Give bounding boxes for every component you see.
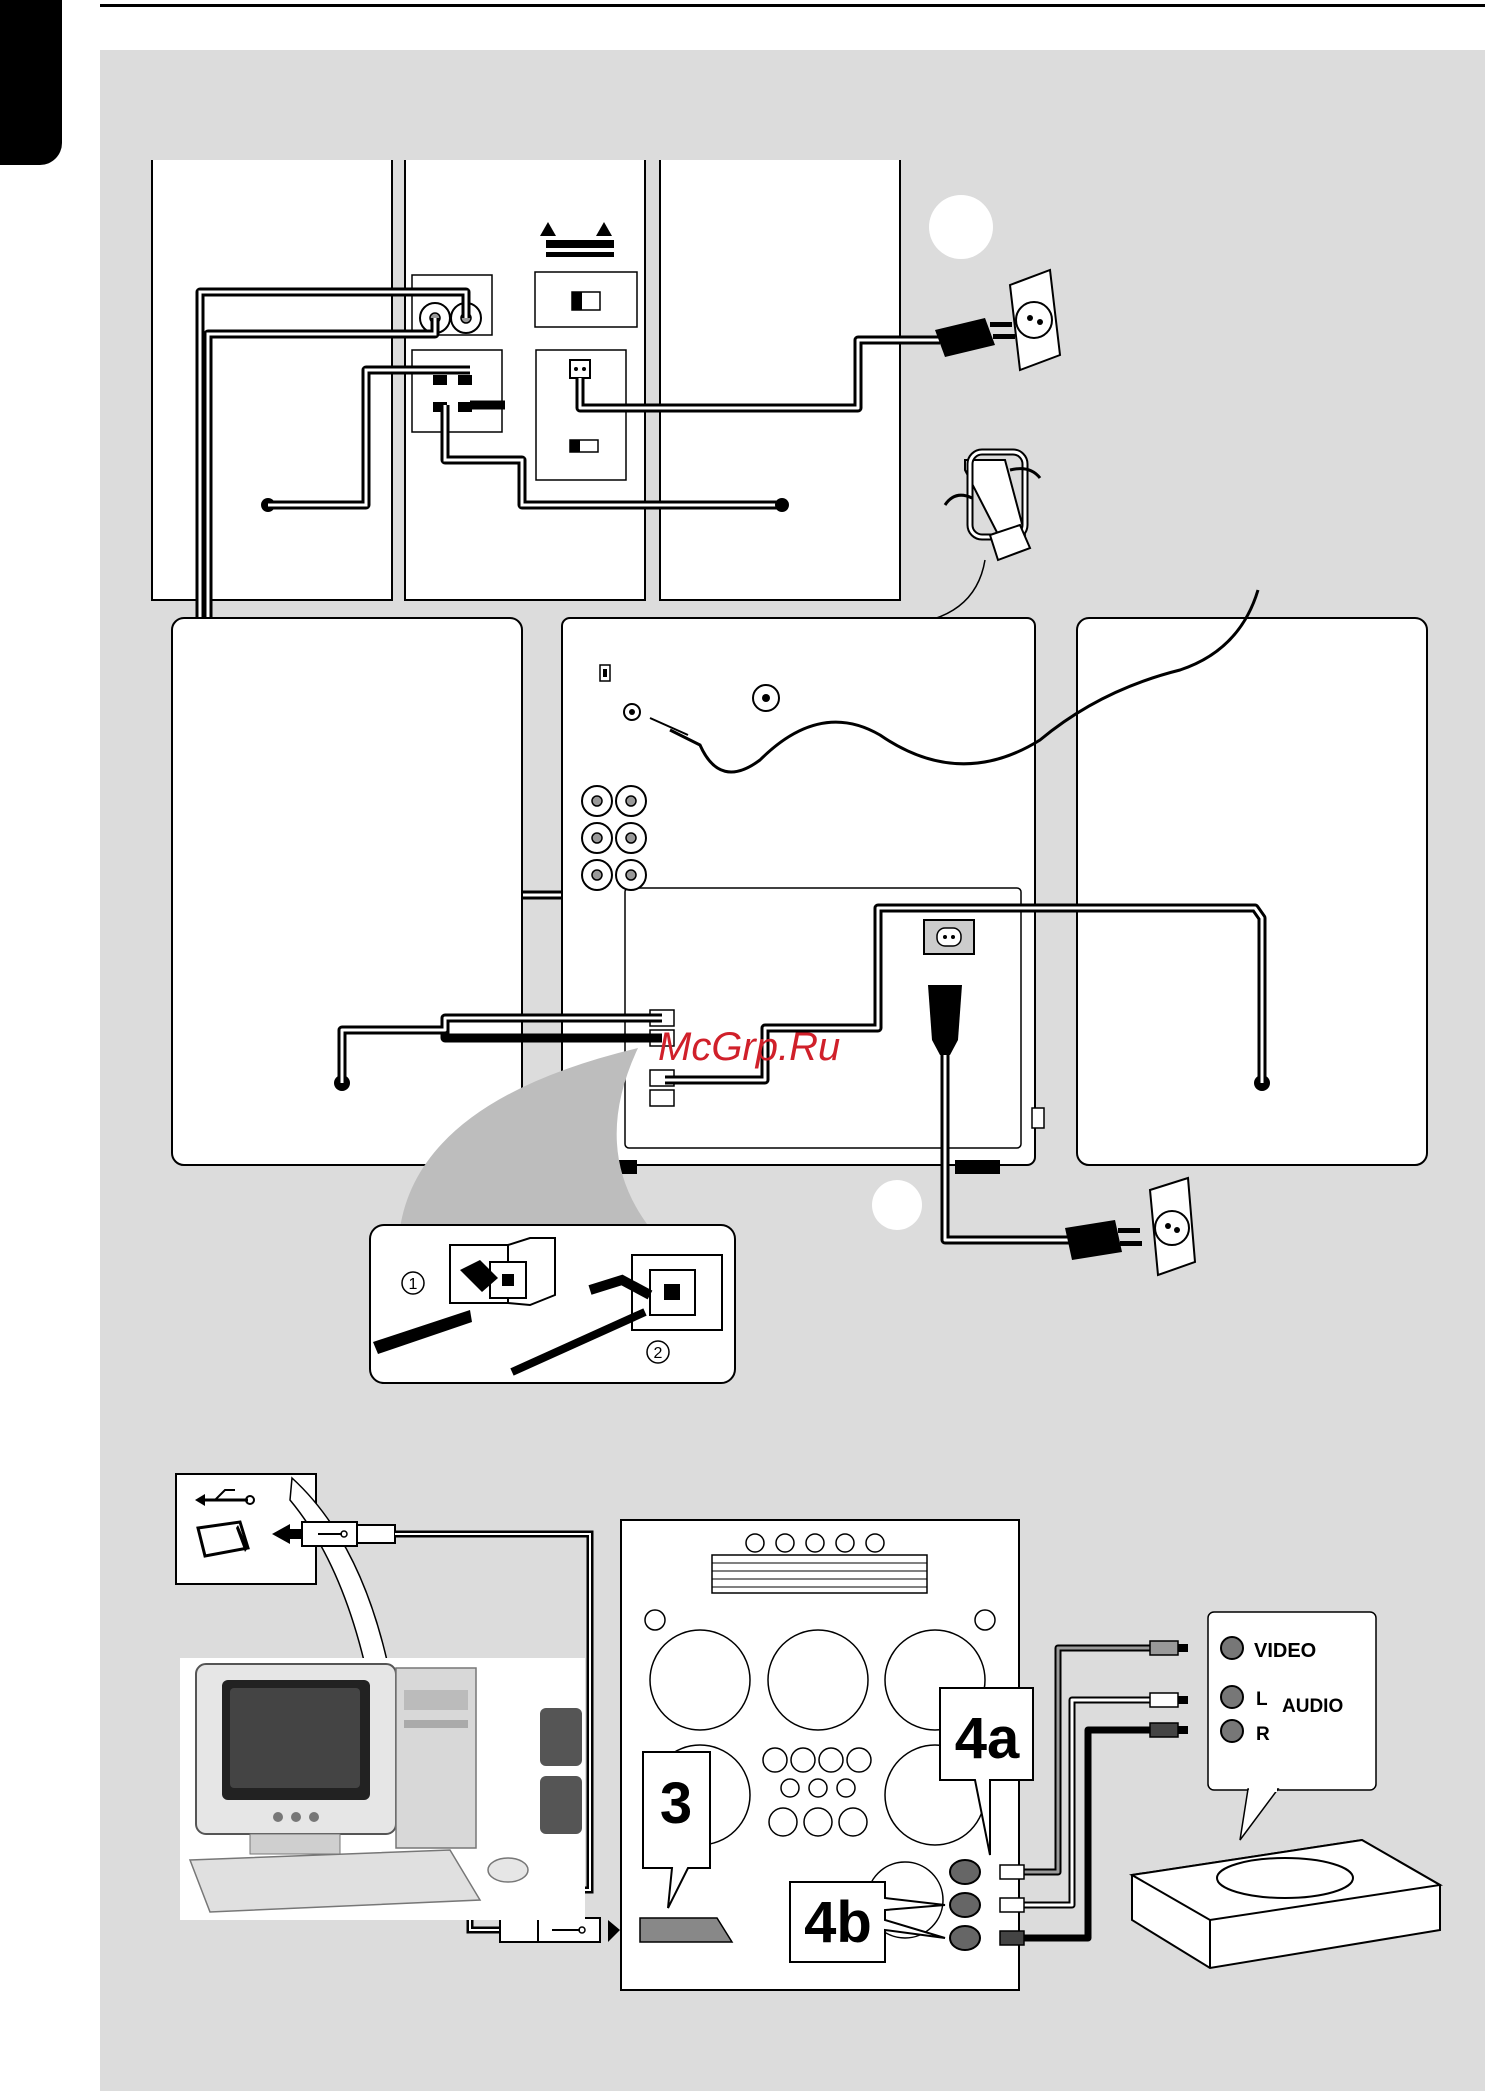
callout-4b-label: 4b xyxy=(804,1890,872,1955)
computer-illustration xyxy=(180,1658,585,1920)
watermark-text: McGrp.Ru xyxy=(658,1025,840,1069)
video-label: VIDEO xyxy=(1254,1640,1316,1662)
right-speaker-front-row xyxy=(1077,618,1427,1165)
main-unit-rear xyxy=(405,158,645,600)
av-device-label-box: VIDEO L AUDIO R xyxy=(1208,1612,1376,1840)
video-in-jack[interactable] xyxy=(950,1860,980,1884)
usb-port[interactable] xyxy=(640,1918,732,1942)
right-speaker-rear xyxy=(660,158,900,600)
callout-3-label: 3 xyxy=(660,1771,692,1836)
power-plug-icon xyxy=(1065,1220,1142,1260)
audio-left-label: L xyxy=(1256,1689,1268,1710)
audio-label: AUDIO xyxy=(1282,1696,1343,1717)
main-unit-back xyxy=(562,618,1044,1174)
clip-step-2-label: 2 xyxy=(654,1345,663,1362)
audio-right-label: R xyxy=(1256,1724,1270,1745)
external-av-device xyxy=(1132,1840,1440,1968)
left-speaker-front-row xyxy=(172,618,522,1165)
wall-socket-icon xyxy=(1150,1178,1195,1275)
left-speaker-rear xyxy=(152,158,392,600)
step-circle-bottom xyxy=(872,1180,922,1230)
power-plug-icon xyxy=(935,318,1015,357)
callout-4a-label: 4a xyxy=(955,1706,1020,1771)
audio-l-in-jack[interactable] xyxy=(950,1893,980,1917)
wall-socket-icon xyxy=(1010,270,1060,370)
terminal-detail-box: 1 2 xyxy=(370,1225,735,1383)
clip-step-1-label: 1 xyxy=(409,1276,418,1293)
audio-r-in-jack[interactable] xyxy=(950,1926,980,1950)
step-circle-top xyxy=(929,195,993,259)
